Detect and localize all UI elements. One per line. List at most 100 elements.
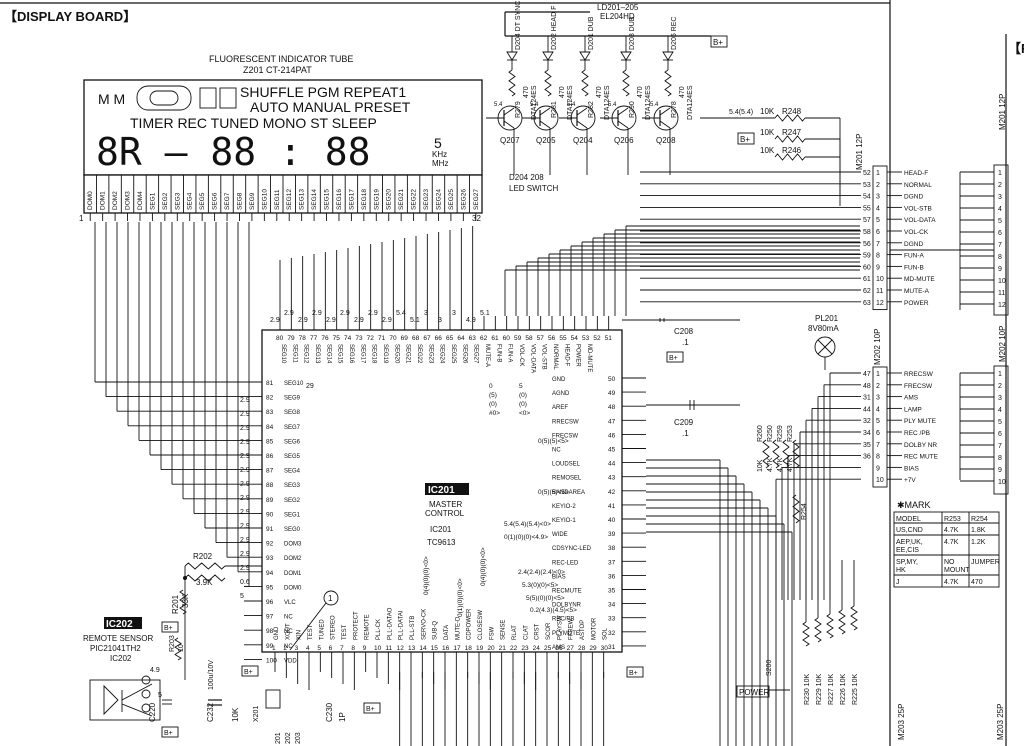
- volt-label: 5.4: [650, 102, 659, 108]
- ic201-bottom-pin: 27: [567, 645, 575, 652]
- ic201-right-name: AMS: [552, 645, 565, 651]
- ic201-top-name: FUN-A: [507, 344, 513, 362]
- ic201-bottom-pin: 16: [442, 645, 450, 652]
- c208-val: .1: [682, 338, 689, 347]
- ic201-bottom-name: TEST: [308, 624, 314, 640]
- ic201-bottom-name: CRST: [535, 623, 541, 640]
- ic201-top-pin: 65: [446, 335, 454, 342]
- ic201-right-pin: 47: [608, 418, 616, 425]
- ic201-line1: MASTER: [429, 500, 463, 509]
- conn2-signal: RRECSW: [904, 371, 934, 378]
- conn1r-pin: 10: [998, 278, 1006, 285]
- c208-ref: C208: [674, 327, 694, 336]
- left-voltage: 5: [240, 593, 244, 600]
- conn1r-pin: 1: [998, 170, 1002, 177]
- top-voltage: 2.9: [298, 317, 308, 324]
- ic201-left-name: DOM2: [284, 556, 302, 562]
- r-mid-val: 10K: [757, 459, 764, 472]
- r-mid-ref: R260: [757, 425, 764, 442]
- ic201-right-name: AGND: [552, 391, 570, 397]
- ic201-bottom-pin: 21: [499, 645, 507, 652]
- ic201-bottom-name: CDPOWER: [467, 608, 473, 640]
- bplus-tag: B+: [164, 625, 173, 632]
- ic201-top-name: SEG10: [280, 344, 286, 364]
- ic201-bottom-name: STEREO: [331, 615, 337, 640]
- ic201-top-name: SEG20: [393, 344, 399, 364]
- conn2r-pin: 3: [998, 395, 1002, 402]
- ic201-bottom-pin: 29: [589, 645, 597, 652]
- sensor-diode-icon: [103, 684, 119, 716]
- ic201-bottom-name: FFREW: [569, 618, 575, 640]
- ic201-note-right: 2.4(2.4)(2.4)<0>: [518, 569, 565, 576]
- conn1-signal: VOL-DATA: [904, 217, 936, 224]
- ic201-top-pin: 63: [469, 335, 477, 342]
- right-board-title: 【R: [1008, 41, 1024, 56]
- ic201-left-name: NC: [284, 629, 293, 635]
- conn2-ic-pin: 36: [863, 454, 871, 461]
- ic202-sub: IC202: [110, 654, 132, 663]
- ic201-right-name: NC: [552, 448, 561, 454]
- ic201-top-name: SEG11: [291, 344, 297, 364]
- left-voltage: 2.9: [240, 523, 250, 530]
- power-label: POWER: [739, 688, 769, 697]
- pin82-voltage: 29: [306, 383, 314, 390]
- c230-val: 1P: [338, 712, 347, 722]
- volt-label: 5.4: [608, 102, 617, 108]
- ic201-right-name: RECMUTE: [552, 589, 582, 595]
- ic201-right-pin: 34: [608, 602, 616, 609]
- fl-pin-label: DOM1: [100, 191, 107, 210]
- conn1-ic-pin: 62: [863, 288, 871, 295]
- top-voltage: 2.9: [284, 310, 294, 317]
- ic201-bottom-pin: 18: [465, 645, 473, 652]
- fl-tube-title: FLUORESCENT INDICATOR TUBE: [209, 54, 353, 64]
- ic201-top-name: NORMAL: [552, 344, 558, 370]
- conn2r-pin: 9: [998, 467, 1002, 474]
- conn1-signal: NORMAL: [904, 182, 932, 189]
- ic201-inner-note2: (0): [489, 401, 497, 408]
- fl-row3: TIMER REC TUNED MONO ST SLEEP: [130, 115, 377, 131]
- ic201-right-pin: 44: [608, 461, 616, 468]
- ic201-left-name: NC: [284, 644, 293, 650]
- ic201-left-name: VLC: [284, 600, 296, 606]
- ic201-left-name: DOM3: [284, 542, 302, 548]
- ic201-right-name: CDSYNC-LED: [552, 546, 592, 552]
- ic201-bottom-name: SCOR: [546, 622, 552, 640]
- ic201-bottom-name: DATA: [444, 625, 450, 640]
- conn1-ic-pin: 54: [863, 194, 871, 201]
- ic201-top-pin: 75: [333, 335, 341, 342]
- ic201-ref: IC201: [428, 485, 455, 496]
- ic201-bottom-name: ASTOP: [580, 620, 586, 640]
- conn1r-pin: 9: [998, 266, 1002, 273]
- ic201-left-pin: 82: [266, 395, 274, 402]
- ic201-right-pin: 46: [608, 432, 616, 439]
- r203-val: 10: [178, 644, 185, 652]
- circle-mark-label: 1: [328, 594, 333, 603]
- fl-pin-label: SEG10: [261, 189, 268, 210]
- c209-ref: C209: [674, 418, 694, 427]
- transistor-type: DTA124ES: [531, 85, 538, 120]
- ic201-left-name: SEG8: [284, 410, 301, 416]
- conn1-signal: DGND: [904, 241, 923, 248]
- r-10k: 10K: [231, 707, 240, 722]
- fl-unit-mhz: MHz: [432, 159, 448, 168]
- ic201-bottom-name: XIN: [297, 630, 303, 640]
- ic201-right-pin: 41: [608, 503, 616, 510]
- ic201-bottom-pin: 11: [385, 645, 392, 652]
- top-voltage: 5.4: [396, 310, 406, 317]
- ic201-bottom-pin: 13: [408, 645, 416, 652]
- conn2r-pin: 2: [998, 383, 1002, 390]
- ic201-bottom-name: SENSE: [501, 620, 507, 640]
- fl-pin-label: SEG1: [149, 192, 156, 210]
- res-ref: R247: [782, 128, 802, 137]
- ic201-left-pin: 95: [266, 584, 274, 591]
- ic201-top-pin: 77: [310, 335, 318, 342]
- ic201-left-pin: 81: [266, 380, 274, 387]
- transistor-ref: Q207: [500, 136, 520, 145]
- ic201-bottom-note: 0(4)(0)(0)<0>: [423, 556, 430, 595]
- ic201-bottom-pin: 17: [453, 645, 461, 652]
- mark-cell: NO: [944, 559, 955, 566]
- ic201-left-pin: 91: [266, 526, 274, 533]
